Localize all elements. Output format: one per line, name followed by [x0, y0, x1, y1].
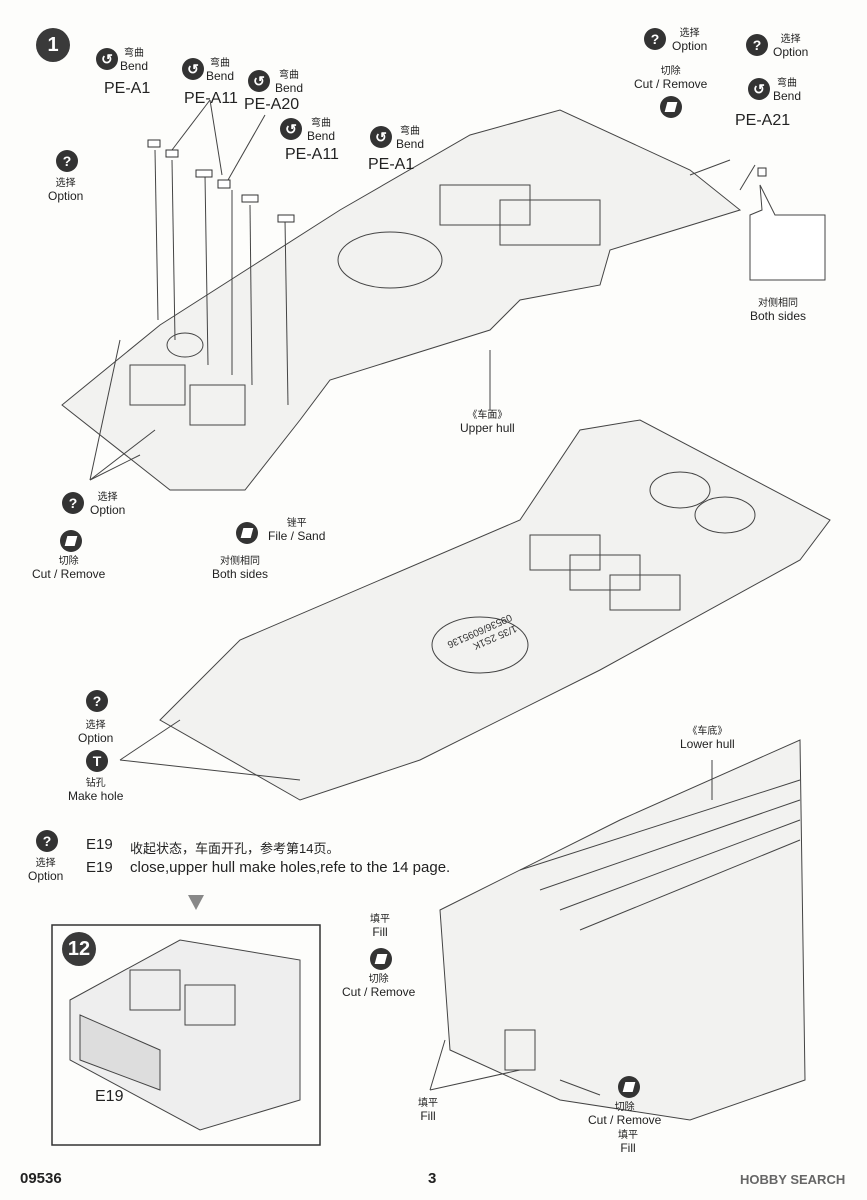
page-number: 3 — [428, 1170, 437, 1187]
bend-icon: ↺ — [96, 48, 118, 70]
bend-icon: ↺ — [280, 118, 302, 140]
cut-remove-icon — [60, 530, 82, 552]
pe-part — [165, 149, 179, 158]
pe-part — [277, 214, 295, 223]
product-code: 09536 — [20, 1170, 62, 1187]
pe-part — [217, 179, 231, 189]
lower-hull-label: 《车底》Lower hull — [680, 726, 735, 751]
bend-icon: ↺ — [748, 78, 770, 100]
bend-icon: ↺ — [248, 70, 270, 92]
upper-hull-label: 《车面》Upper hull — [460, 410, 515, 435]
pe-part-label: PE-A11 — [184, 90, 238, 107]
bend-icon: ↺ — [182, 58, 204, 80]
step-number: 1 — [36, 28, 70, 62]
pe-part — [757, 167, 767, 177]
option-icon: ? — [36, 830, 58, 852]
pe-part — [147, 139, 161, 148]
cut-remove-icon — [618, 1076, 640, 1098]
pe-part-label: PE-A11 — [285, 146, 339, 163]
pe-part — [241, 194, 259, 203]
pe-part-label: PE-A1 — [104, 80, 151, 97]
note-text-en: close,upper hull make holes,refe to the … — [130, 859, 451, 876]
inset-part-label: E19 — [95, 1088, 124, 1105]
cut-remove-icon — [370, 948, 392, 970]
step-reference-number: 12 — [62, 932, 96, 966]
bend-icon: ↺ — [370, 126, 392, 148]
option-icon: ? — [86, 690, 108, 712]
pe-part-label: PE-A1 — [368, 156, 415, 173]
pe-part-label: PE-A20 — [244, 96, 300, 113]
option-icon: ? — [746, 34, 768, 56]
note-part-cn: E19 — [86, 836, 113, 853]
inset-frame — [51, 924, 321, 1146]
down-arrow — [188, 895, 204, 910]
option-icon: ? — [644, 28, 666, 50]
pe-part-label: PE-A21 — [735, 112, 791, 129]
option-icon: ? — [62, 492, 84, 514]
pe-part — [195, 169, 213, 178]
option-icon: ? — [56, 150, 78, 172]
watermark: HOBBY SEARCH — [740, 1172, 846, 1187]
upper-hull-outline — [61, 109, 742, 491]
file-sand-icon — [236, 522, 258, 544]
drill-icon: T — [86, 750, 108, 772]
note-text-cn: 收起状态，车面开孔，参考第14页。 — [130, 841, 340, 856]
cut-remove-icon — [660, 96, 682, 118]
note-part-en: E19 — [86, 859, 113, 876]
lower-hull-outline — [159, 419, 831, 801]
lower-hull-detail — [439, 739, 806, 1121]
